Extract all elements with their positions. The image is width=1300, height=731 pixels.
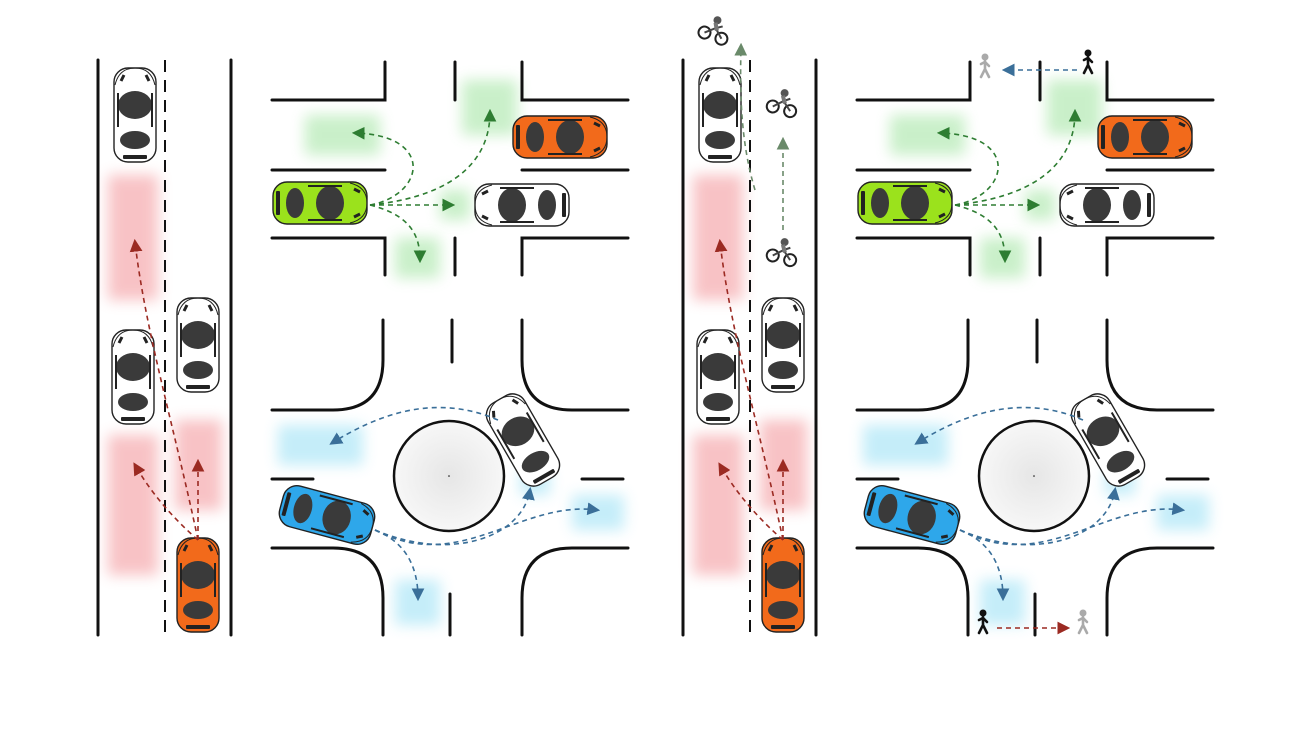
highway-lane-change-scene <box>98 60 231 635</box>
panel-scenarios-with-vulnerable-road-users <box>683 9 1213 635</box>
pedestrians-top <box>979 48 1094 79</box>
highway-with-cyclists-scene <box>683 60 816 635</box>
cyclist-icon <box>694 9 736 49</box>
pedestrians-bottom <box>977 608 1089 635</box>
roundabout-scene <box>272 320 628 635</box>
roundabout-with-pedestrians-scene <box>857 320 1213 635</box>
pedestrian-ghost-icon <box>1077 608 1089 635</box>
cyclist-icon <box>763 232 804 270</box>
cyclist-path-arrow <box>734 42 756 191</box>
cyclists <box>694 9 804 270</box>
four-way-intersection-scene <box>272 62 628 278</box>
panel-baseline-scenarios <box>98 60 628 635</box>
pedestrian-ghost-icon <box>979 52 991 79</box>
cyclist-icon <box>763 83 804 121</box>
intersection-with-pedestrians-scene <box>857 62 1213 278</box>
pedestrian-icon <box>1082 48 1094 75</box>
